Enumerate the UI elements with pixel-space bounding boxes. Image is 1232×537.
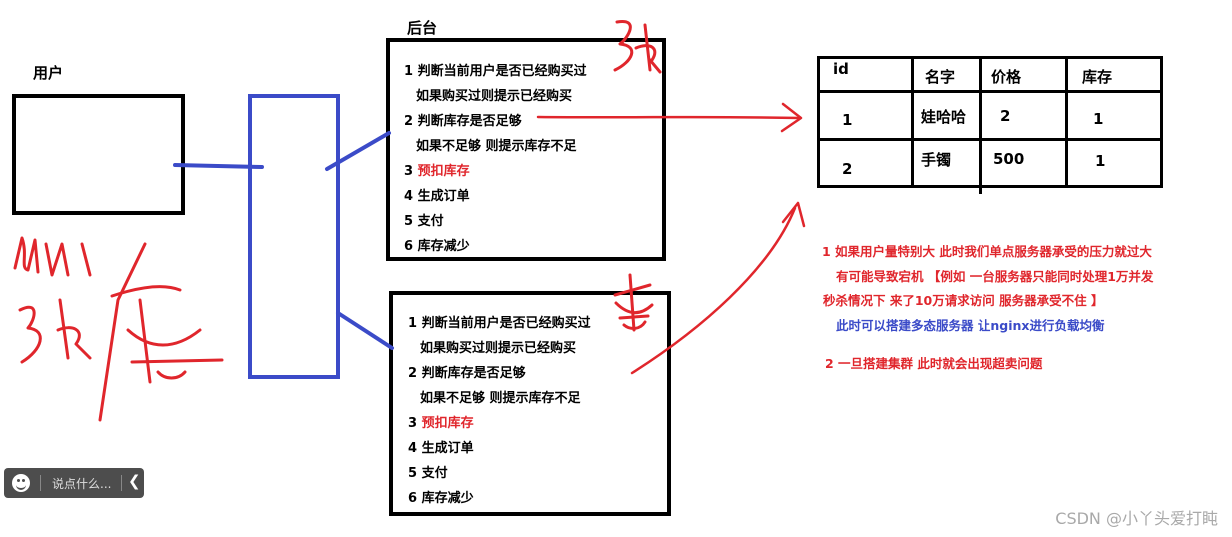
step-number: 6 bbox=[408, 491, 418, 506]
step-text: 库存减少 bbox=[417, 239, 470, 254]
handwriting-li-mark bbox=[613, 273, 654, 332]
table-row-divider bbox=[817, 138, 1163, 141]
handwriting-zhang-mark-1 bbox=[613, 20, 634, 72]
step-text: 如果购买过则提示已经购买 bbox=[416, 89, 573, 104]
server-2-step: 如果不足够 则提示库存不足 bbox=[408, 386, 591, 411]
connector-middle-to-server-1 bbox=[325, 131, 391, 171]
arrow-server-2-to-table bbox=[630, 206, 797, 375]
table-header-stock: 库存 bbox=[1082, 68, 1113, 86]
step-number: 4 bbox=[404, 189, 414, 204]
table-header-price: 价格 bbox=[991, 68, 1022, 86]
note-1-line-2: 有可能导致宕机 【例如 一台服务器只能同时处理1万并发 bbox=[836, 269, 1154, 284]
connector-middle-to-server-2 bbox=[336, 311, 394, 350]
note-1-line-3: 秒杀情况下 来了10万请求访问 服务器承受不住 】 bbox=[823, 293, 1104, 308]
server-1-step: 如果购买过则提示已经购买 bbox=[404, 84, 587, 109]
step-text: 生成订单 bbox=[417, 189, 470, 204]
handwriting-left bbox=[18, 305, 42, 364]
server-2-step: 5 支付 bbox=[408, 461, 591, 486]
middle-node-box bbox=[248, 94, 340, 379]
table-header-name: 名字 bbox=[925, 68, 956, 86]
step-text: 如果不足够 则提示库存不足 bbox=[420, 391, 581, 406]
handwriting-left bbox=[56, 298, 92, 360]
server-1-step: 5 支付 bbox=[404, 209, 587, 234]
product-table: id 名字 价格 库存 1 娃哈哈 2 1 2 手镯 500 1 bbox=[817, 56, 1163, 194]
step-text: 判断当前用户是否已经购买过 bbox=[417, 64, 587, 79]
step-number: 5 bbox=[408, 466, 418, 481]
step-text: 判断库存是否足够 bbox=[421, 366, 526, 381]
table-cell-price: 500 bbox=[993, 150, 1025, 168]
table-cell-stock: 1 bbox=[1095, 152, 1106, 170]
step-number: 4 bbox=[408, 441, 418, 456]
step-number: 1 bbox=[404, 64, 414, 79]
table-cell-name: 娃哈哈 bbox=[921, 108, 967, 126]
server-2-step: 2 判断库存是否足够 bbox=[408, 361, 591, 386]
table-col-divider bbox=[1065, 56, 1068, 188]
comment-widget[interactable]: 说点什么... ❮ bbox=[4, 468, 144, 498]
chevron-left-icon[interactable]: ❮ bbox=[128, 472, 141, 490]
server-2-step: 4 生成订单 bbox=[408, 436, 591, 461]
step-text: 判断库存是否足够 bbox=[417, 114, 522, 129]
handwriting-zhang-mark-1 bbox=[634, 23, 662, 74]
step-number: 2 bbox=[404, 114, 414, 129]
comment-input[interactable]: 说点什么... bbox=[52, 477, 112, 491]
server-2-step: 1 判断当前用户是否已经购买过 bbox=[408, 311, 591, 336]
table-header-id: id bbox=[833, 60, 849, 78]
table-cell-price: 2 bbox=[1000, 107, 1011, 125]
table-col-divider bbox=[979, 56, 982, 194]
server-2-step: 3 预扣库存 bbox=[408, 411, 591, 436]
arrow-head-2 bbox=[781, 201, 806, 228]
step-text: 生成订单 bbox=[421, 441, 474, 456]
watermark: CSDN @小丫头爱打盹 bbox=[1055, 509, 1218, 528]
step-text: 预扣库存 bbox=[421, 416, 474, 431]
table-row-divider bbox=[817, 90, 1163, 93]
handwriting-left bbox=[13, 236, 92, 277]
arrow-server-1-to-table bbox=[536, 115, 802, 120]
step-text: 预扣库存 bbox=[417, 164, 470, 179]
step-number: 3 bbox=[404, 164, 414, 179]
step-text: 支付 bbox=[417, 214, 444, 229]
arrow-head-1 bbox=[780, 102, 803, 133]
step-text: 库存减少 bbox=[421, 491, 474, 506]
user-label: 用户 bbox=[33, 64, 64, 82]
table-cell-name: 手镯 bbox=[921, 151, 952, 169]
server-2-step: 如果购买过则提示已经购买 bbox=[408, 336, 591, 361]
step-number: 5 bbox=[404, 214, 414, 229]
note-1-line-4: 此时可以搭建多态服务器 让nginx进行负载均衡 bbox=[836, 318, 1105, 333]
user-box bbox=[12, 94, 185, 215]
server-1-step: 2 判断库存是否足够 bbox=[404, 109, 587, 134]
note-2: 2 一旦搭建集群 此时就会出现超卖问题 bbox=[825, 356, 1043, 371]
server-1-step: 4 生成订单 bbox=[404, 184, 587, 209]
step-text: 判断当前用户是否已经购买过 bbox=[421, 316, 591, 331]
server-1-step: 6 库存减少 bbox=[404, 234, 587, 259]
server-1-step: 如果不足够 则提示库存不足 bbox=[404, 134, 587, 159]
table-cell-id: 1 bbox=[842, 111, 853, 129]
step-text: 如果购买过则提示已经购买 bbox=[420, 341, 577, 356]
server-2-step: 6 库存减少 bbox=[408, 486, 591, 511]
connector-user-to-middle bbox=[173, 163, 264, 169]
step-number: 6 bbox=[404, 239, 414, 254]
handwriting-left bbox=[110, 285, 224, 384]
table-cell-stock: 1 bbox=[1093, 110, 1104, 128]
widget-separator bbox=[40, 475, 41, 491]
step-number: 1 bbox=[408, 316, 418, 331]
widget-separator bbox=[121, 475, 122, 491]
server-1-step: 1 判断当前用户是否已经购买过 bbox=[404, 59, 587, 84]
table-cell-id: 2 bbox=[842, 160, 853, 178]
step-text: 如果不足够 则提示库存不足 bbox=[416, 139, 577, 154]
table-col-divider bbox=[911, 56, 914, 188]
note-1-line-1: 1 如果用户量特别大 此时我们单点服务器承受的压力就过大 bbox=[822, 244, 1152, 259]
backend-label: 后台 bbox=[407, 19, 438, 37]
smile-icon[interactable] bbox=[12, 474, 30, 492]
handwriting-left bbox=[98, 242, 147, 422]
step-number: 2 bbox=[408, 366, 418, 381]
table-outer-border bbox=[817, 56, 1163, 188]
server-1-step: 3 预扣库存 bbox=[404, 159, 587, 184]
step-number: 3 bbox=[408, 416, 418, 431]
step-text: 支付 bbox=[421, 466, 448, 481]
